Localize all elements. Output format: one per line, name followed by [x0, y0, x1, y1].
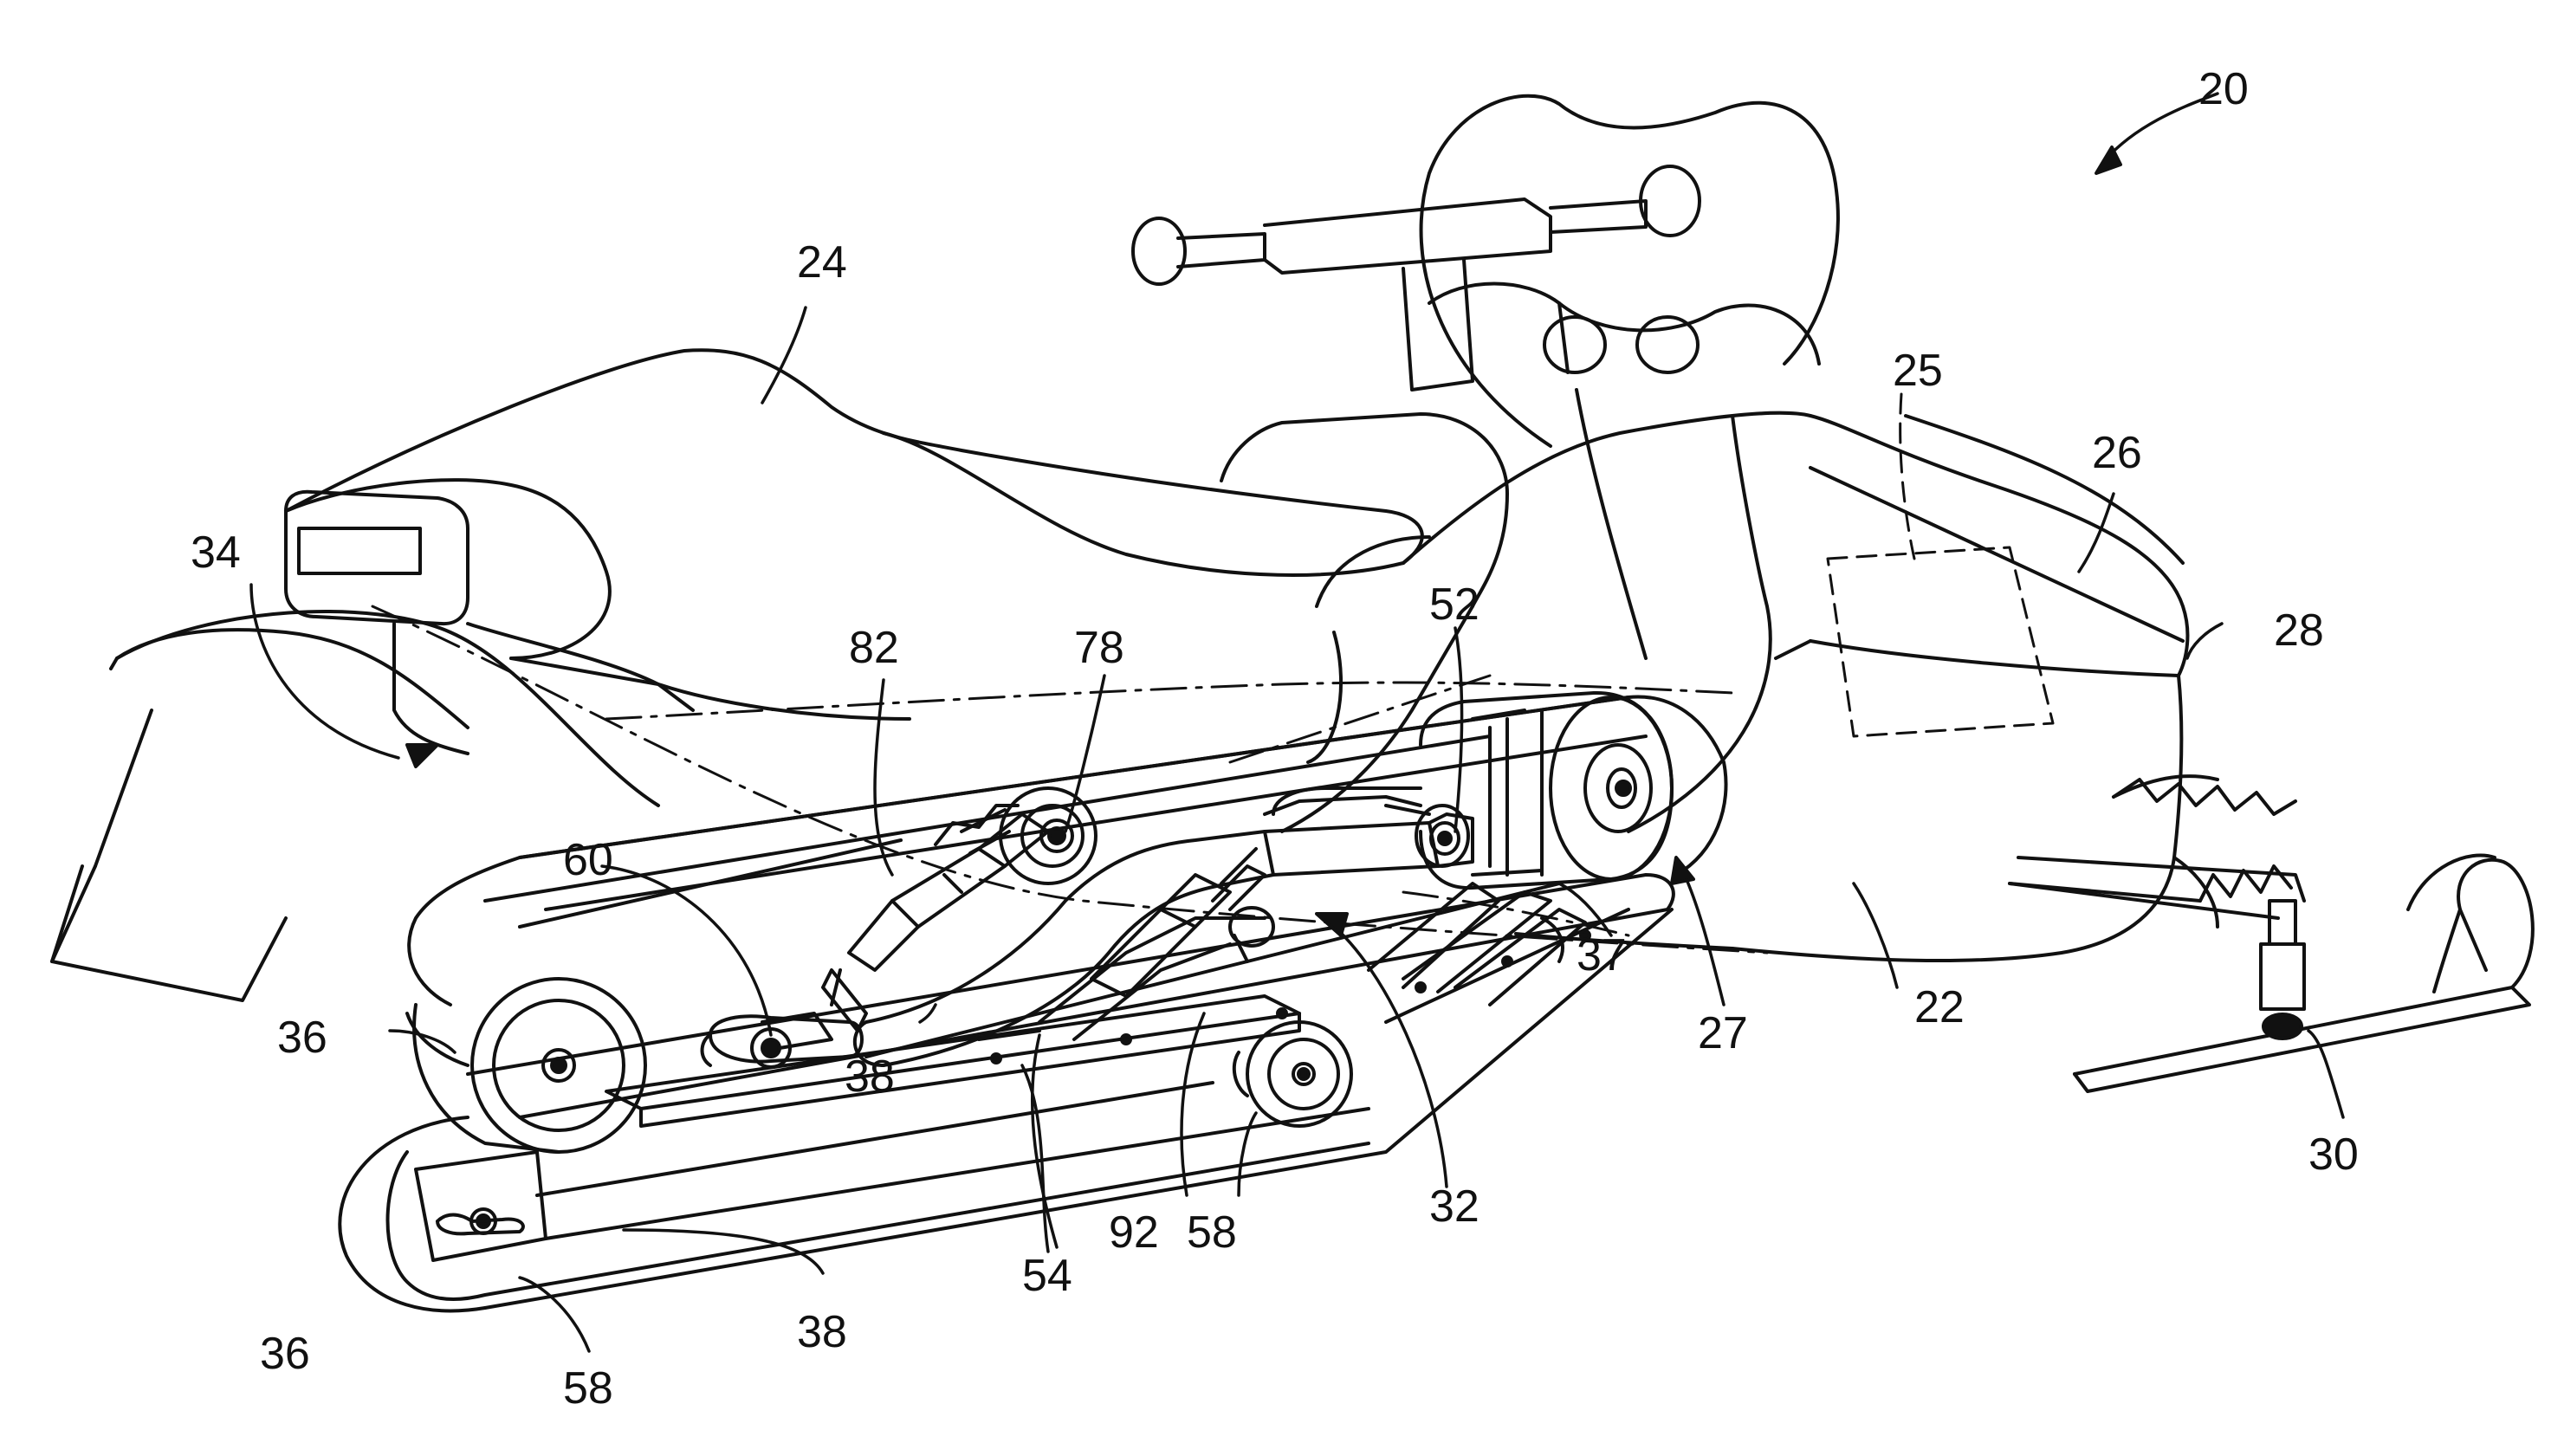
snow-flap — [50, 709, 288, 1002]
shock-spring-pulley — [934, 786, 1097, 885]
rear-link — [761, 1012, 833, 1050]
label-58-center: 58 — [1187, 1207, 1237, 1258]
label-28: 28 — [2274, 605, 2324, 656]
label-34: 34 — [191, 527, 241, 578]
label-54: 54 — [1022, 1251, 1072, 1301]
center-shock — [1090, 847, 1275, 998]
front-arm — [1038, 795, 1422, 1041]
console — [1220, 412, 1509, 833]
engine-component-dashed — [1826, 392, 2055, 738]
gauge-right-icon — [1635, 315, 1700, 374]
label-32: 32 — [1429, 1181, 1479, 1232]
label-78: 78 — [1074, 623, 1124, 673]
reference-labels: 20 22 24 25 26 27 28 30 32 34 36 36 37 3… — [191, 64, 2359, 1414]
label-30: 30 — [2308, 1129, 2359, 1180]
ski-spindle-icon — [2262, 1013, 2303, 1040]
label-82: 82 — [849, 623, 899, 673]
gauge-left-icon — [1543, 315, 1607, 374]
label-26: 26 — [2092, 428, 2142, 478]
windshield — [1419, 94, 1840, 833]
front-axle — [1272, 786, 1470, 868]
leader-lines — [249, 92, 2345, 1353]
label-20: 20 — [2198, 64, 2249, 114]
label-22: 22 — [1914, 982, 1965, 1032]
label-92: 92 — [1109, 1207, 1159, 1258]
rear-bumper — [109, 610, 660, 807]
label-37: 37 — [1577, 930, 1627, 980]
label-38-upper: 38 — [845, 1052, 895, 1102]
label-24: 24 — [797, 237, 847, 288]
left-grip — [1131, 217, 1187, 286]
bogie-wheel — [1232, 1020, 1353, 1128]
label-36-lower: 36 — [260, 1329, 310, 1379]
label-36-upper: 36 — [277, 1013, 327, 1063]
rail-struts — [1367, 882, 1630, 1024]
front-suspension-spring — [2008, 774, 2306, 920]
track-path-dashdot — [371, 605, 1769, 954]
drive-drum — [1419, 690, 1674, 890]
slide-rail — [605, 882, 1591, 1128]
label-60: 60 — [563, 835, 613, 885]
front-ski — [2073, 853, 2535, 1093]
handlebar — [1131, 165, 1701, 392]
lower-track-loop — [338, 908, 1674, 1313]
label-27: 27 — [1698, 1008, 1748, 1058]
rear-arm — [853, 812, 1474, 1067]
label-58-lower: 58 — [563, 1363, 613, 1414]
tail-light — [297, 527, 422, 575]
rear-side-panel — [392, 622, 911, 755]
label-52: 52 — [1429, 579, 1479, 630]
label-38-lower: 38 — [797, 1307, 847, 1357]
hood — [1904, 414, 2185, 565]
tail-light-housing — [284, 489, 469, 626]
rear-idler-wheel — [412, 977, 647, 1154]
label-25: 25 — [1893, 346, 1943, 396]
right-grip — [1639, 165, 1701, 237]
drive-track — [405, 695, 1728, 1119]
